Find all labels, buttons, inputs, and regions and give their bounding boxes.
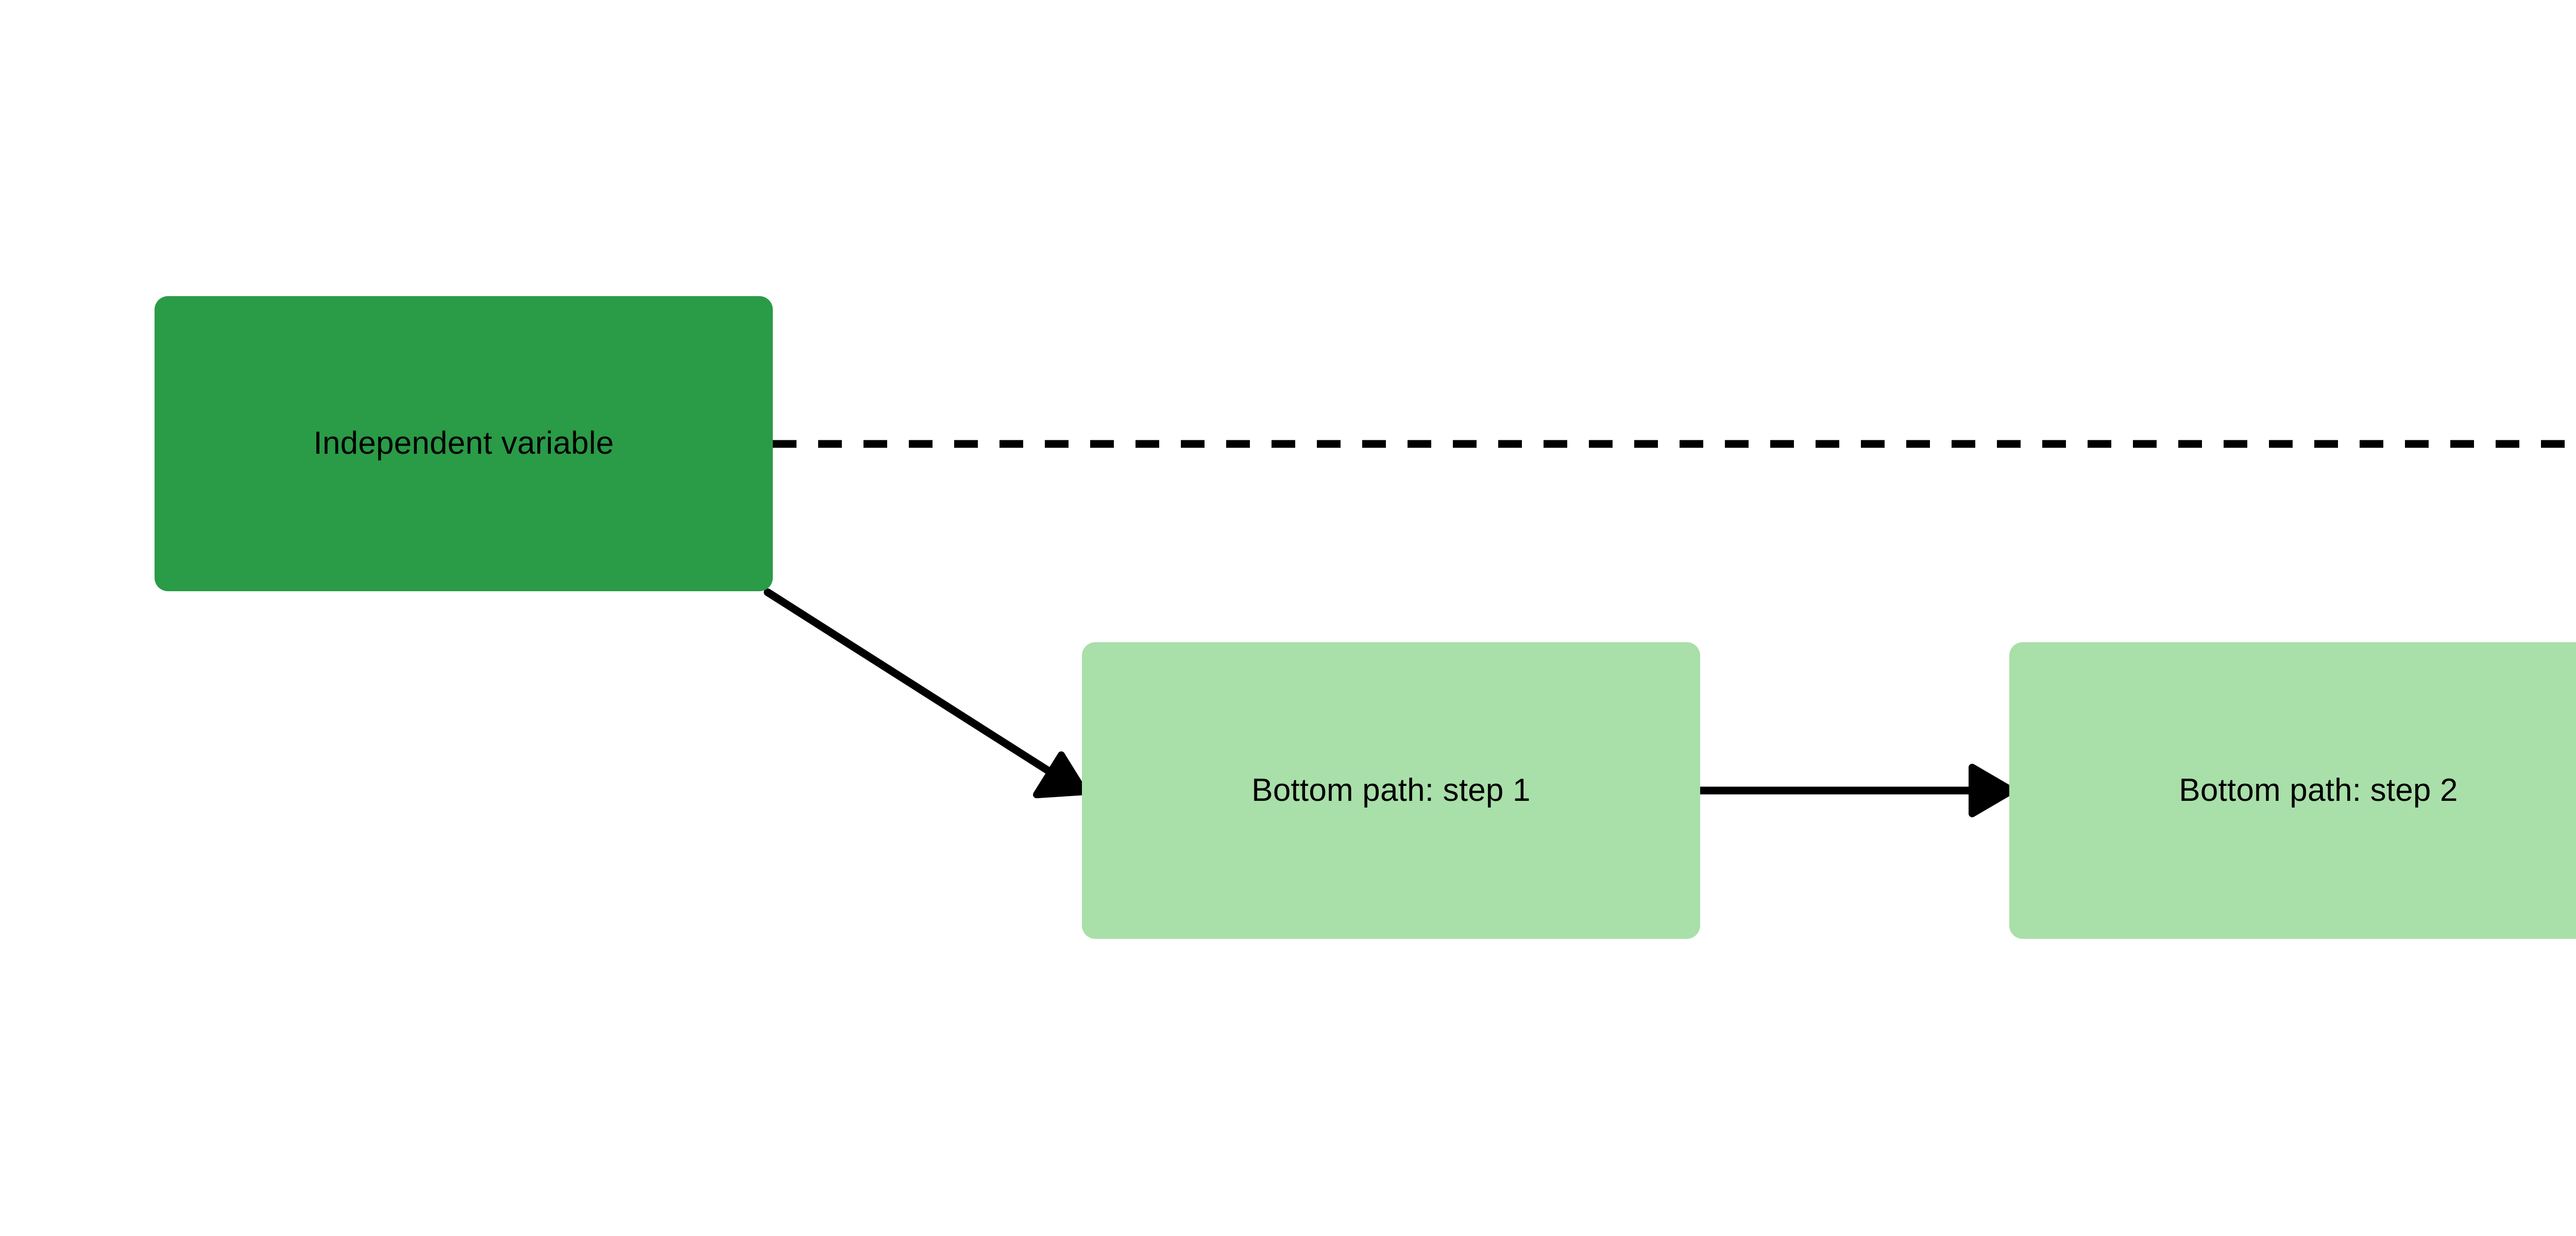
node-label: Independent variable — [313, 425, 614, 461]
edge-step-1-to-step-2 — [1692, 764, 2015, 817]
node-label: Bottom path: step 2 — [2179, 772, 2458, 808]
arrowhead-icon — [1969, 764, 2015, 817]
edge-independent-to-dependent — [773, 440, 2576, 448]
node-bottom-step-1[interactable]: Bottom path: step 1 — [1082, 642, 1700, 939]
node-independent-variable[interactable]: Independent variable — [155, 296, 773, 591]
node-label: Bottom path: step 1 — [1251, 772, 1531, 808]
node-bottom-step-2[interactable]: Bottom path: step 2 — [2009, 642, 2576, 939]
edge-independent-to-step-1 — [764, 588, 1088, 798]
edge-line-solid — [764, 588, 1055, 777]
arrowhead-icon — [1033, 751, 1088, 798]
